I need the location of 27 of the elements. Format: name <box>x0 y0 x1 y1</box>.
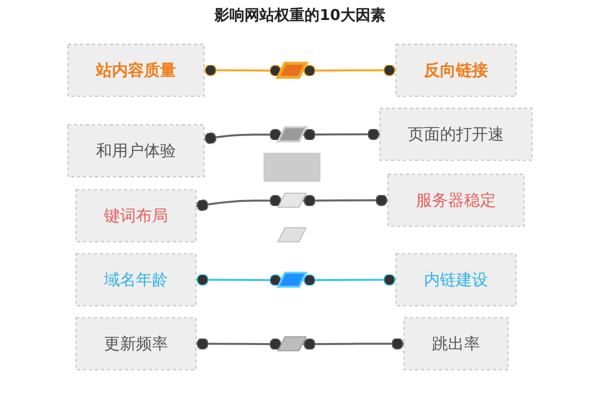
node-box: 反向链接 <box>396 44 516 97</box>
diagram-title: 影响网站权重的10大因素 <box>214 6 386 25</box>
connector <box>196 338 282 350</box>
connector <box>204 64 282 77</box>
connector <box>196 194 282 212</box>
node-box: 跳出率 <box>404 317 508 370</box>
node-box: 和用户体验 <box>68 124 204 178</box>
node-box <box>276 62 308 79</box>
node-box: 服务器稳定 <box>388 174 524 227</box>
node-box <box>277 192 307 208</box>
connector <box>302 274 396 286</box>
node-box <box>277 336 307 352</box>
connector <box>204 128 282 144</box>
connector <box>302 338 404 350</box>
node-box: 域名年龄 <box>76 253 196 306</box>
node-box <box>276 272 308 288</box>
node-box <box>276 126 308 142</box>
connector <box>196 274 282 286</box>
node-box: 更新频率 <box>76 317 196 370</box>
node-box: 内链建设 <box>396 253 516 306</box>
connector <box>302 194 388 207</box>
connector <box>302 64 396 77</box>
node-box: 页面的打开速 <box>380 108 532 161</box>
connector <box>302 128 380 141</box>
node-box: 键词布局 <box>76 189 196 242</box>
node-box <box>277 227 307 242</box>
node-bar <box>264 152 320 182</box>
